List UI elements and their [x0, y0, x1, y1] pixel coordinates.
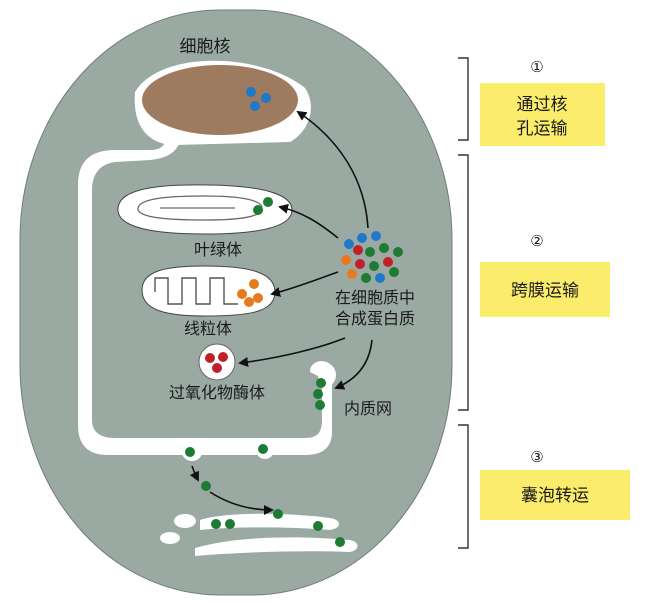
cytoplasm-protein-dot [361, 273, 371, 283]
nucleus-protein-dot [246, 87, 256, 97]
peroxisome-label: 过氧化物酶体 [169, 383, 265, 402]
cytoplasm-protein-dot [383, 257, 393, 267]
golgi-protein-dot [225, 519, 235, 529]
nucleus-label: 细胞核 [180, 37, 231, 57]
section-3-line1: 囊泡转运 [521, 486, 589, 506]
section-1-line2: 孔运输 [517, 119, 568, 139]
mitochondrion-protein-dot [253, 293, 263, 303]
cytoplasm-protein-dot [375, 273, 385, 283]
section-3-box [480, 470, 630, 520]
chloroplast-label: 叶绿体 [194, 240, 242, 259]
nucleus-protein-dot [250, 101, 260, 111]
section-1-box [480, 83, 605, 146]
chloroplast [117, 184, 293, 235]
section-2-box [480, 262, 610, 317]
chloroplast-protein-dot [253, 205, 263, 215]
peroxisome-protein-dot [218, 352, 228, 362]
section-3-number: ③ [530, 448, 543, 466]
peroxisome-protein-dot [205, 353, 215, 363]
peroxisome-protein-dot [212, 363, 222, 373]
er-protein-dot [316, 378, 326, 388]
protein-dots [185, 87, 403, 547]
er-protein-dot [313, 389, 323, 399]
cytoplasm-protein-dot [347, 269, 357, 279]
arrow-vesicle-2 [209, 491, 274, 515]
cytoplasm-protein-dot [371, 231, 381, 241]
mitochondrion-label: 线粒体 [184, 319, 232, 338]
arrow-to-mitochondrion [270, 271, 339, 297]
cytoplasm-protein-dot [355, 259, 365, 269]
cytoplasm-protein-dot [379, 243, 389, 253]
cytoplasm-protein-dot [344, 239, 354, 249]
peroxisome [198, 343, 236, 381]
cytoplasm-protein-dot [369, 261, 379, 271]
cytoplasm-protein-dot [393, 247, 403, 257]
cytoplasm-protein-dot [365, 247, 375, 257]
vesicle-protein-dot [185, 447, 195, 457]
bracket-1 [458, 57, 469, 141]
cytoplasm-protein-dot [341, 255, 351, 265]
arrow-to-er [334, 339, 373, 390]
cytoplasm-protein-dot [353, 245, 363, 255]
brackets [458, 57, 469, 549]
mitochondrion-protein-dot [249, 279, 259, 289]
arrow-to-chloroplast [278, 203, 339, 239]
cytoplasm-label-line1: 在细胞质中 [335, 288, 415, 307]
section-2-number: ② [530, 232, 543, 250]
golgi-protein-dot [273, 509, 283, 519]
cytoplasm-protein-dot [357, 233, 367, 243]
cytoplasm-label-line2: 合成蛋白质 [335, 309, 415, 328]
arrows [189, 110, 373, 515]
mitochondrion-protein-dot [237, 289, 247, 299]
golgi-protein-dot [211, 519, 221, 529]
er-protein-dot [315, 400, 325, 410]
mitochondrion [141, 265, 276, 317]
section-1-line1: 通过核 [517, 95, 568, 115]
section-2-line1: 跨膜运输 [511, 281, 579, 301]
arrow-to-nucleus [296, 110, 369, 229]
cytoplasm-protein-dot [389, 267, 399, 277]
mitochondrion-protein-dot [244, 297, 254, 307]
arrow-vesicle-1 [189, 465, 199, 482]
golgi-protein-dot [335, 537, 345, 547]
bracket-2 [458, 154, 469, 411]
section-1-number: ① [530, 58, 543, 76]
nucleus-protein-dot [261, 93, 271, 103]
arrow-to-peroxisome [238, 337, 346, 367]
vesicle-protein-dot [201, 481, 211, 491]
golgi-protein-dot [313, 521, 323, 531]
chloroplast-protein-dot [263, 197, 273, 207]
bracket-3 [458, 424, 469, 549]
vesicle-protein-dot [258, 444, 268, 454]
nucleus [142, 65, 298, 135]
er-label: 内质网 [344, 399, 392, 418]
